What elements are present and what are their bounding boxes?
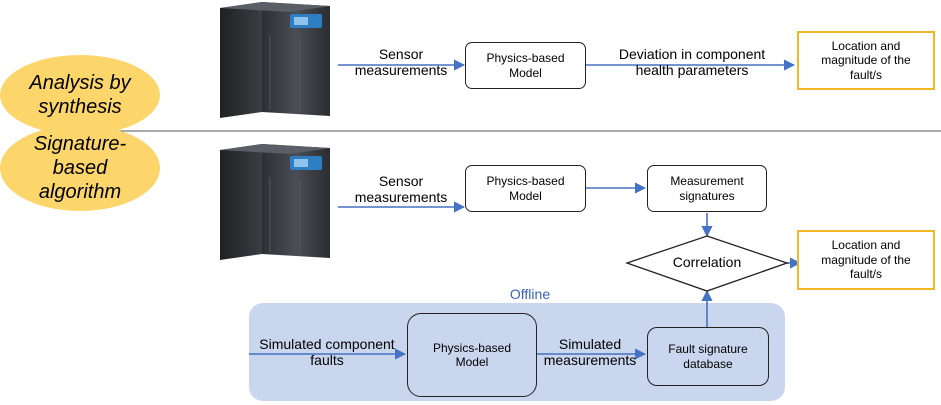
simulated-faults-label: Simulated component faults [259, 336, 395, 369]
bottom-output-box: Location and magnitude of the fault/s [797, 230, 935, 290]
analysis-by-synthesis-ellipse [0, 55, 160, 135]
correlation-label: Correlation [672, 254, 742, 270]
top-physics-model-box: Physics-based Model [465, 42, 586, 89]
analysis-by-synthesis-label: Analysis by synthesis [29, 72, 131, 118]
bottom-sensor-measurements-label: Sensor measurements [354, 173, 448, 206]
industrial-unit-icon [220, 144, 330, 260]
simulated-measurements-label: Simulated measurements [543, 336, 637, 369]
offline-title: Offline [509, 286, 551, 302]
top-deviation-label: Deviation in component health parameters [618, 46, 766, 79]
signature-based-label: Signature- based algorithm [33, 133, 127, 203]
correlation-diamond [625, 235, 789, 292]
top-output-box: Location and magnitude of the fault/s [797, 31, 935, 90]
signature-based-ellipse [0, 125, 160, 211]
top-sensor-measurements-label: Sensor measurements [354, 46, 448, 79]
fault-signature-database-box: Fault signature database [647, 327, 769, 386]
bottom-physics-model-box: Physics-based Model [465, 165, 586, 212]
measurement-signatures-box: Measurement signatures [647, 165, 767, 212]
offline-physics-model-box: Physics-based Model [407, 313, 537, 397]
industrial-unit-icon [220, 2, 330, 118]
